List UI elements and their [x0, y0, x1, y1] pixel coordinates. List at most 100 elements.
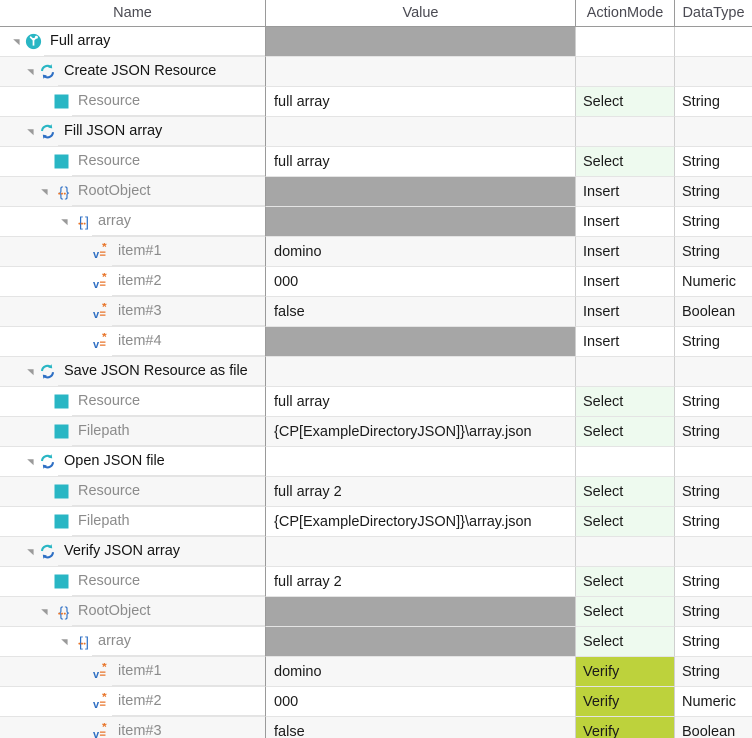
- cell-value[interactable]: [266, 627, 576, 657]
- cell-datatype[interactable]: String: [675, 477, 752, 507]
- cell-name[interactable]: Resource: [0, 147, 266, 177]
- cell-actionmode[interactable]: [576, 447, 675, 477]
- cell-actionmode[interactable]: [576, 27, 675, 57]
- cell-datatype[interactable]: String: [675, 417, 752, 447]
- cell-actionmode[interactable]: Select: [576, 387, 675, 417]
- cell-name[interactable]: Fill JSON array: [0, 117, 266, 147]
- cell-actionmode[interactable]: Select: [576, 507, 675, 537]
- cell-name[interactable]: Filepath: [0, 507, 266, 537]
- cell-value[interactable]: [266, 207, 576, 237]
- cell-name[interactable]: []array: [0, 207, 266, 237]
- cell-datatype[interactable]: String: [675, 597, 752, 627]
- cell-datatype[interactable]: Numeric: [675, 267, 752, 297]
- table-row[interactable]: Verify JSON array: [0, 537, 752, 567]
- cell-name[interactable]: Resource: [0, 387, 266, 417]
- cell-name[interactable]: Open JSON file: [0, 447, 266, 477]
- expand-collapse-triangle-icon[interactable]: [24, 117, 36, 146]
- cell-name[interactable]: Resource: [0, 477, 266, 507]
- cell-value[interactable]: [266, 57, 576, 87]
- cell-actionmode[interactable]: Select: [576, 567, 675, 597]
- cell-actionmode[interactable]: Select: [576, 87, 675, 117]
- cell-datatype[interactable]: String: [675, 657, 752, 687]
- cell-datatype[interactable]: [675, 537, 752, 567]
- cell-datatype[interactable]: Numeric: [675, 687, 752, 717]
- cell-datatype[interactable]: [675, 117, 752, 147]
- expand-collapse-triangle-icon[interactable]: [24, 57, 36, 86]
- cell-datatype[interactable]: String: [675, 567, 752, 597]
- cell-name[interactable]: v=*item#3: [0, 297, 266, 327]
- cell-value[interactable]: [266, 447, 576, 477]
- cell-actionmode[interactable]: Verify: [576, 687, 675, 717]
- cell-name[interactable]: Resource: [0, 567, 266, 597]
- cell-datatype[interactable]: String: [675, 507, 752, 537]
- cell-value[interactable]: domino: [266, 237, 576, 267]
- cell-value[interactable]: full array: [266, 147, 576, 177]
- cell-name[interactable]: v=*item#1: [0, 657, 266, 687]
- cell-value[interactable]: {CP[ExampleDirectoryJSON]}\array.json: [266, 417, 576, 447]
- cell-name[interactable]: Filepath: [0, 417, 266, 447]
- expand-collapse-triangle-icon[interactable]: [38, 597, 50, 626]
- cell-datatype[interactable]: [675, 27, 752, 57]
- cell-name[interactable]: Create JSON Resource: [0, 57, 266, 87]
- cell-actionmode[interactable]: Insert: [576, 297, 675, 327]
- column-header-actionmode[interactable]: ActionMode: [576, 0, 675, 26]
- cell-datatype[interactable]: Boolean: [675, 297, 752, 327]
- cell-actionmode[interactable]: [576, 117, 675, 147]
- cell-datatype[interactable]: String: [675, 177, 752, 207]
- expand-collapse-triangle-icon[interactable]: [38, 177, 50, 206]
- cell-name[interactable]: v=*item#2: [0, 267, 266, 297]
- cell-value[interactable]: [266, 27, 576, 57]
- cell-name[interactable]: v=*item#2: [0, 687, 266, 717]
- table-row[interactable]: Save JSON Resource as file: [0, 357, 752, 387]
- cell-name[interactable]: v=*item#1: [0, 237, 266, 267]
- column-header-value[interactable]: Value: [266, 0, 576, 26]
- cell-name[interactable]: v=*item#4: [0, 327, 266, 357]
- cell-actionmode[interactable]: Select: [576, 477, 675, 507]
- table-row[interactable]: Filepath{CP[ExampleDirectoryJSON]}\array…: [0, 417, 752, 447]
- cell-value[interactable]: [266, 537, 576, 567]
- cell-datatype[interactable]: String: [675, 207, 752, 237]
- cell-name[interactable]: v=*item#3: [0, 717, 266, 738]
- cell-value[interactable]: domino: [266, 657, 576, 687]
- expand-collapse-triangle-icon[interactable]: [10, 27, 22, 56]
- cell-actionmode[interactable]: Insert: [576, 267, 675, 297]
- cell-value[interactable]: [266, 117, 576, 147]
- cell-datatype[interactable]: String: [675, 87, 752, 117]
- cell-value[interactable]: {CP[ExampleDirectoryJSON]}\array.json: [266, 507, 576, 537]
- table-row[interactable]: Create JSON Resource: [0, 57, 752, 87]
- cell-actionmode[interactable]: Select: [576, 597, 675, 627]
- cell-datatype[interactable]: [675, 447, 752, 477]
- cell-value[interactable]: false: [266, 297, 576, 327]
- cell-name[interactable]: Resource: [0, 87, 266, 117]
- cell-value[interactable]: 000: [266, 267, 576, 297]
- table-row[interactable]: Full array: [0, 27, 752, 57]
- cell-actionmode[interactable]: [576, 57, 675, 87]
- expand-collapse-triangle-icon[interactable]: [24, 357, 36, 386]
- expand-collapse-triangle-icon[interactable]: [24, 537, 36, 566]
- cell-value[interactable]: [266, 327, 576, 357]
- expand-collapse-triangle-icon[interactable]: [24, 447, 36, 476]
- cell-datatype[interactable]: Boolean: [675, 717, 752, 738]
- cell-actionmode[interactable]: Verify: [576, 717, 675, 738]
- cell-datatype[interactable]: [675, 57, 752, 87]
- cell-actionmode[interactable]: Insert: [576, 207, 675, 237]
- table-row[interactable]: Open JSON file: [0, 447, 752, 477]
- cell-value[interactable]: full array 2: [266, 567, 576, 597]
- cell-actionmode[interactable]: Insert: [576, 177, 675, 207]
- expand-collapse-triangle-icon[interactable]: [58, 627, 70, 656]
- column-header-name[interactable]: Name: [0, 0, 266, 26]
- cell-actionmode[interactable]: Verify: [576, 657, 675, 687]
